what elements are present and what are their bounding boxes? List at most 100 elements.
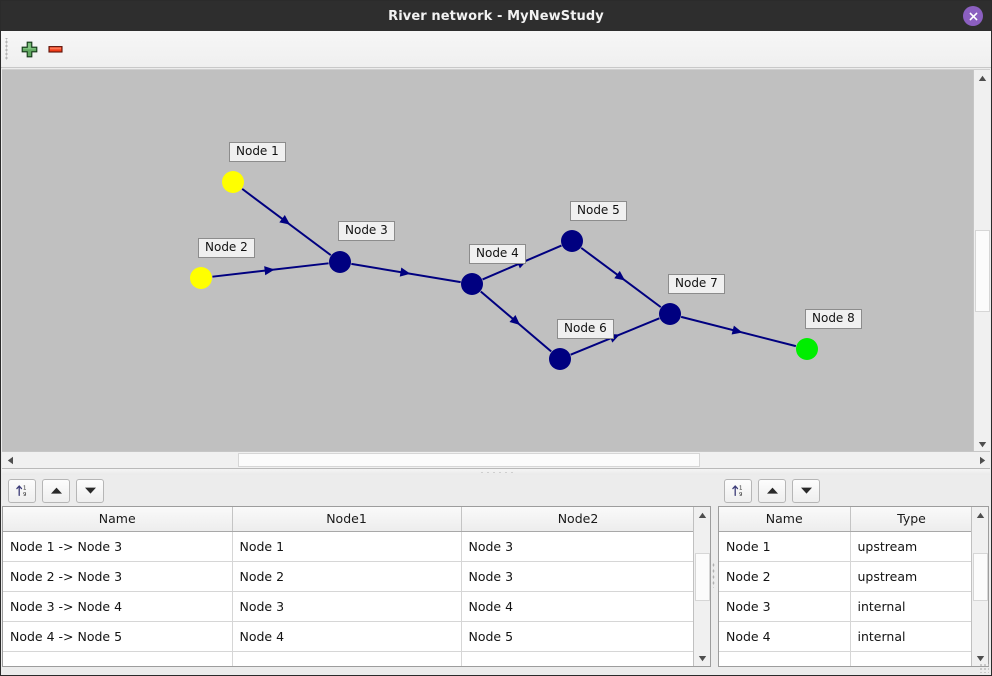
reaches-scroll-thumb[interactable] bbox=[695, 553, 710, 601]
graph-node-label[interactable]: Node 5 bbox=[570, 201, 627, 221]
table-cell[interactable]: Node 2 -> Node 3 bbox=[3, 561, 233, 592]
arrow-up-icon[interactable] bbox=[42, 478, 70, 503]
scroll-up-icon[interactable] bbox=[972, 507, 988, 523]
table-cell[interactable]: upstream bbox=[850, 531, 974, 562]
graph-node[interactable] bbox=[222, 171, 244, 193]
graph-hscroll-thumb[interactable] bbox=[238, 453, 700, 467]
table-cell[interactable]: Node 4 bbox=[232, 621, 462, 652]
splitter-grip-icon bbox=[479, 470, 513, 474]
toolbar-drag-handle[interactable] bbox=[4, 38, 12, 60]
table-cell[interactable]: Node 4 bbox=[461, 591, 696, 622]
graph-node-label[interactable]: Node 4 bbox=[469, 244, 526, 264]
nodes-toolbar: 1 9 bbox=[712, 475, 990, 506]
graph-canvas[interactable]: Node 1 Node 2 Node 3 Node 4 Node 5 Node 6 Node… bbox=[2, 70, 973, 452]
resize-grip-icon[interactable] bbox=[979, 663, 989, 673]
nodes-table-scrollbar[interactable] bbox=[971, 507, 988, 666]
graph-node[interactable] bbox=[796, 338, 818, 360]
table-cell-empty[interactable] bbox=[232, 651, 462, 666]
graph-horizontal-scrollbar[interactable] bbox=[2, 451, 990, 468]
remove-minus-icon[interactable] bbox=[42, 36, 68, 62]
table-cell[interactable]: Node 3 bbox=[461, 531, 696, 562]
table-cell[interactable]: Node 3 -> Node 4 bbox=[3, 591, 233, 622]
column-header-node1[interactable]: Node1 bbox=[232, 507, 462, 532]
graph-vscroll-thumb[interactable] bbox=[975, 230, 990, 312]
reaches-table-scrollbar[interactable] bbox=[693, 507, 710, 666]
column-header-node2[interactable]: Node2 bbox=[461, 507, 696, 532]
table-cell[interactable]: Node 4 -> Node 5 bbox=[3, 621, 233, 652]
table-cell[interactable]: Node 2 bbox=[719, 561, 851, 592]
graph-vertical-scrollbar[interactable] bbox=[973, 70, 990, 452]
arrow-up-icon[interactable] bbox=[758, 478, 786, 503]
scroll-right-icon[interactable] bbox=[974, 452, 990, 468]
table-cell[interactable]: Node 1 bbox=[232, 531, 462, 562]
column-header-name[interactable]: Name bbox=[3, 507, 233, 532]
table-cell-empty[interactable] bbox=[3, 651, 233, 666]
table-cell[interactable]: Node 3 bbox=[461, 561, 696, 592]
table-cell[interactable]: Node 1 bbox=[719, 531, 851, 562]
scroll-down-icon[interactable] bbox=[972, 650, 988, 666]
sort-icon[interactable]: 1 9 bbox=[724, 478, 752, 503]
scroll-up-icon[interactable] bbox=[694, 507, 710, 523]
table-row-empty[interactable] bbox=[3, 651, 696, 666]
table-cell[interactable]: Node 5 bbox=[461, 621, 696, 652]
table-cell[interactable]: internal bbox=[850, 591, 974, 622]
graph-node[interactable] bbox=[329, 251, 351, 273]
graph-edge-arrow-icon bbox=[509, 314, 521, 325]
graph-node[interactable] bbox=[461, 273, 483, 295]
table-cell[interactable]: internal bbox=[850, 621, 974, 652]
nodes-scroll-thumb[interactable] bbox=[973, 553, 988, 601]
table-cell-empty[interactable] bbox=[850, 651, 974, 666]
table-cell-empty[interactable] bbox=[719, 651, 851, 666]
sort-icon[interactable]: 1 9 bbox=[8, 478, 36, 503]
graph-node-label[interactable]: Node 6 bbox=[557, 319, 614, 339]
horizontal-splitter[interactable] bbox=[2, 468, 990, 475]
graph-edges bbox=[190, 171, 818, 370]
table-cell[interactable]: Node 1 -> Node 3 bbox=[3, 531, 233, 562]
graph-node-label[interactable]: Node 3 bbox=[338, 221, 395, 241]
svg-text:9: 9 bbox=[739, 492, 743, 498]
vertical-splitter[interactable] bbox=[711, 475, 715, 675]
table-cell[interactable]: Node 4 bbox=[719, 621, 851, 652]
graph-node[interactable] bbox=[549, 348, 571, 370]
scroll-up-icon[interactable] bbox=[974, 70, 990, 86]
graph-vscroll-track[interactable] bbox=[974, 86, 990, 436]
column-header-type[interactable]: Type bbox=[850, 507, 974, 532]
graph-node-label[interactable]: Node 7 bbox=[668, 274, 725, 294]
table-row-empty[interactable] bbox=[719, 651, 974, 666]
graph-node[interactable] bbox=[659, 303, 681, 325]
graph-node[interactable] bbox=[190, 267, 212, 289]
table-cell[interactable]: upstream bbox=[850, 561, 974, 592]
column-header-name[interactable]: Name bbox=[719, 507, 851, 532]
graph-node[interactable] bbox=[561, 230, 583, 252]
table-cell[interactable]: Node 3 bbox=[232, 591, 462, 622]
scroll-down-icon[interactable] bbox=[974, 436, 990, 452]
table-cell-empty[interactable] bbox=[461, 651, 696, 666]
arrow-down-icon[interactable] bbox=[76, 478, 104, 503]
table-cell[interactable]: Node 3 bbox=[719, 591, 851, 622]
graph-node-label[interactable]: Node 8 bbox=[805, 309, 862, 329]
scroll-down-icon[interactable] bbox=[694, 650, 710, 666]
table-cell[interactable]: Node 2 bbox=[232, 561, 462, 592]
scroll-left-icon[interactable] bbox=[2, 452, 18, 468]
svg-text:1: 1 bbox=[739, 486, 742, 492]
arrow-down-icon[interactable] bbox=[792, 478, 820, 503]
graph-node-label[interactable]: Node 2 bbox=[198, 238, 255, 258]
graph-node-label[interactable]: Node 1 bbox=[229, 142, 286, 162]
add-plus-icon[interactable] bbox=[16, 36, 42, 62]
close-icon[interactable] bbox=[963, 6, 983, 26]
